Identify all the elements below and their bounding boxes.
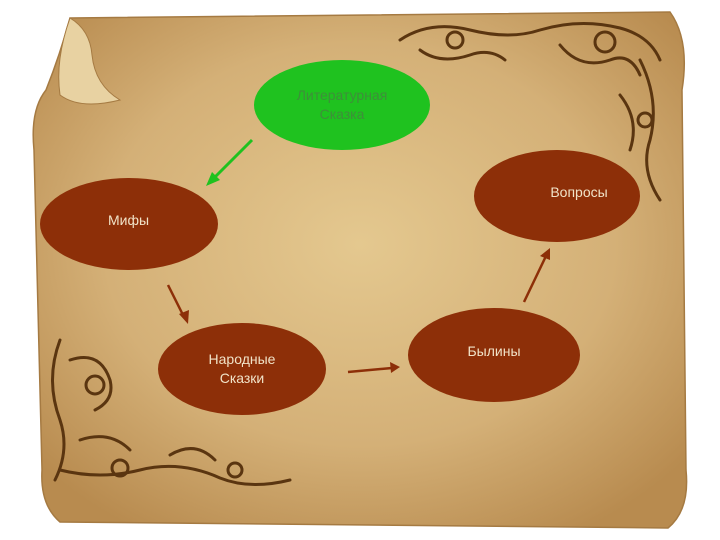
ornament-top-right bbox=[398, 22, 662, 202]
node-literary-tale-label: Литературная Сказка bbox=[296, 87, 388, 122]
node-literary-tale: Литературная Сказка bbox=[254, 60, 430, 150]
parchment-curl bbox=[58, 17, 122, 105]
node-folk-tales: Народные Сказки bbox=[158, 323, 326, 415]
node-byliny: Былины bbox=[408, 308, 580, 402]
node-questions: Вопросы bbox=[474, 150, 640, 242]
arrow-byliny-to-questions bbox=[522, 248, 550, 303]
arrow-literary-to-myths bbox=[206, 138, 254, 186]
arrow-myths-to-folk bbox=[166, 284, 189, 324]
ornament-bottom-left bbox=[51, 338, 292, 487]
node-folk-tales-label: Народные Сказки bbox=[208, 351, 276, 386]
node-byliny-label: Былины bbox=[467, 342, 521, 359]
node-myths: Мифы bbox=[40, 178, 218, 270]
node-myths-label: Мифы bbox=[108, 211, 150, 228]
arrow-folk-to-byliny bbox=[347, 362, 400, 374]
node-questions-label: Вопросы bbox=[550, 183, 608, 200]
